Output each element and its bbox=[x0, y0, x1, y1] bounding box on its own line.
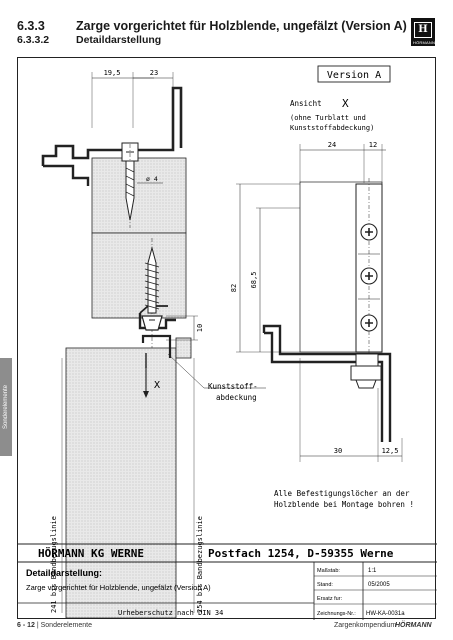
callout-line-2: abdeckung bbox=[216, 393, 257, 402]
footer-page: 6 - 12 | Sonderelemente bbox=[17, 622, 92, 629]
dim-10: 10 bbox=[196, 324, 204, 332]
company-name: HÖRMANN KG WERNE bbox=[38, 546, 144, 560]
wood-blende-middle bbox=[91, 232, 187, 319]
view-mark: X bbox=[342, 97, 349, 110]
line-254-label: 254 bis Bandbezugslinie bbox=[196, 516, 204, 613]
section-title: Zarge vorgerichtet für Holzblende, ungef… bbox=[76, 19, 407, 33]
hinge-screw-2 bbox=[360, 267, 378, 285]
footer-page-number: 6 - 12 bbox=[17, 622, 35, 629]
subsection-title: Detaildarstellung bbox=[76, 34, 162, 46]
field-stand-label: Stand: bbox=[317, 582, 333, 588]
dim-12-5: 12,5 bbox=[382, 447, 399, 455]
screw-shank bbox=[125, 160, 135, 221]
field-drawing-no-label: Zeichnungs-Nr.: bbox=[317, 611, 356, 617]
dim-19-5: 19,5 bbox=[104, 69, 121, 77]
note-line-1: Alle Befestigungslöcher an der bbox=[274, 489, 410, 498]
dim-phi4: ø 4 bbox=[146, 175, 158, 183]
dim-82: 82 bbox=[230, 284, 238, 292]
technical-drawing: Version A 19,5 23 ø 4 10 X bbox=[17, 57, 437, 620]
hoermann-logo: H HÖRMANN bbox=[411, 18, 435, 46]
logo-letter: H bbox=[414, 22, 432, 38]
company-address: Postfach 1254, D-59355 Werne bbox=[208, 547, 394, 560]
side-tab-label: Sonderelemente bbox=[3, 384, 9, 430]
wood-screw bbox=[147, 246, 157, 314]
frame-profile-mid bbox=[138, 313, 176, 330]
hinge-screw-3 bbox=[360, 314, 378, 332]
frame-profile-top bbox=[41, 86, 183, 166]
view-note-1: (ohne Turblatt und bbox=[290, 114, 366, 122]
field-drawing-no-value: HW-KA-0031a bbox=[366, 611, 405, 617]
section-mark: X bbox=[154, 380, 160, 391]
view-note-2: Kunststoffabdeckung) bbox=[290, 124, 374, 132]
footer-doc: Zargenkompendium bbox=[334, 622, 397, 629]
logo-wordmark: HÖRMANN bbox=[413, 40, 436, 45]
note-line-2: Holzblende bei Montage bohren ! bbox=[274, 500, 414, 509]
frame-profile-right bbox=[262, 324, 392, 442]
field-scale-label: Maßstab: bbox=[317, 568, 340, 574]
dim-24: 24 bbox=[328, 141, 336, 149]
frame-profile-lower bbox=[141, 334, 172, 358]
dim-68-5: 68,5 bbox=[250, 272, 258, 289]
copyright-note: Urheberschutz nach DIN 34 bbox=[118, 609, 223, 617]
hinge-screw-1 bbox=[360, 223, 378, 241]
version-label: Version A bbox=[327, 70, 381, 81]
wood-blende-lower bbox=[65, 347, 177, 619]
subsection-number: 6.3.3.2 bbox=[17, 34, 50, 46]
section-number: 6.3.3 bbox=[17, 19, 45, 33]
footer-section: Sonderelemente bbox=[40, 622, 92, 629]
dim-30: 30 bbox=[334, 447, 342, 455]
callout-line-1: Kunststoff- bbox=[208, 382, 258, 391]
field-ersatz-label: Ersatz fur: bbox=[317, 596, 343, 602]
side-tab: Sonderelemente bbox=[0, 358, 12, 456]
drawing-svg: Version A 19,5 23 ø 4 10 X bbox=[18, 65, 437, 620]
dim-23: 23 bbox=[150, 69, 158, 77]
footer-brand: HÖRMANN bbox=[395, 622, 432, 629]
view-label: Ansicht bbox=[290, 99, 322, 108]
field-stand-value: 05/2005 bbox=[368, 582, 390, 588]
wood-blende-upper bbox=[91, 157, 187, 234]
version-box bbox=[317, 65, 391, 83]
dim-12: 12 bbox=[369, 141, 377, 149]
title-description: Zarge vorgerichtet für Holzblende, ungef… bbox=[26, 583, 211, 592]
title-heading: Detaildarstellung: bbox=[26, 568, 102, 578]
hinge-barrel bbox=[350, 365, 382, 381]
line-241-label: 241 bis Bandbezugslinie bbox=[50, 516, 58, 613]
field-scale-value: 1:1 bbox=[368, 568, 377, 574]
